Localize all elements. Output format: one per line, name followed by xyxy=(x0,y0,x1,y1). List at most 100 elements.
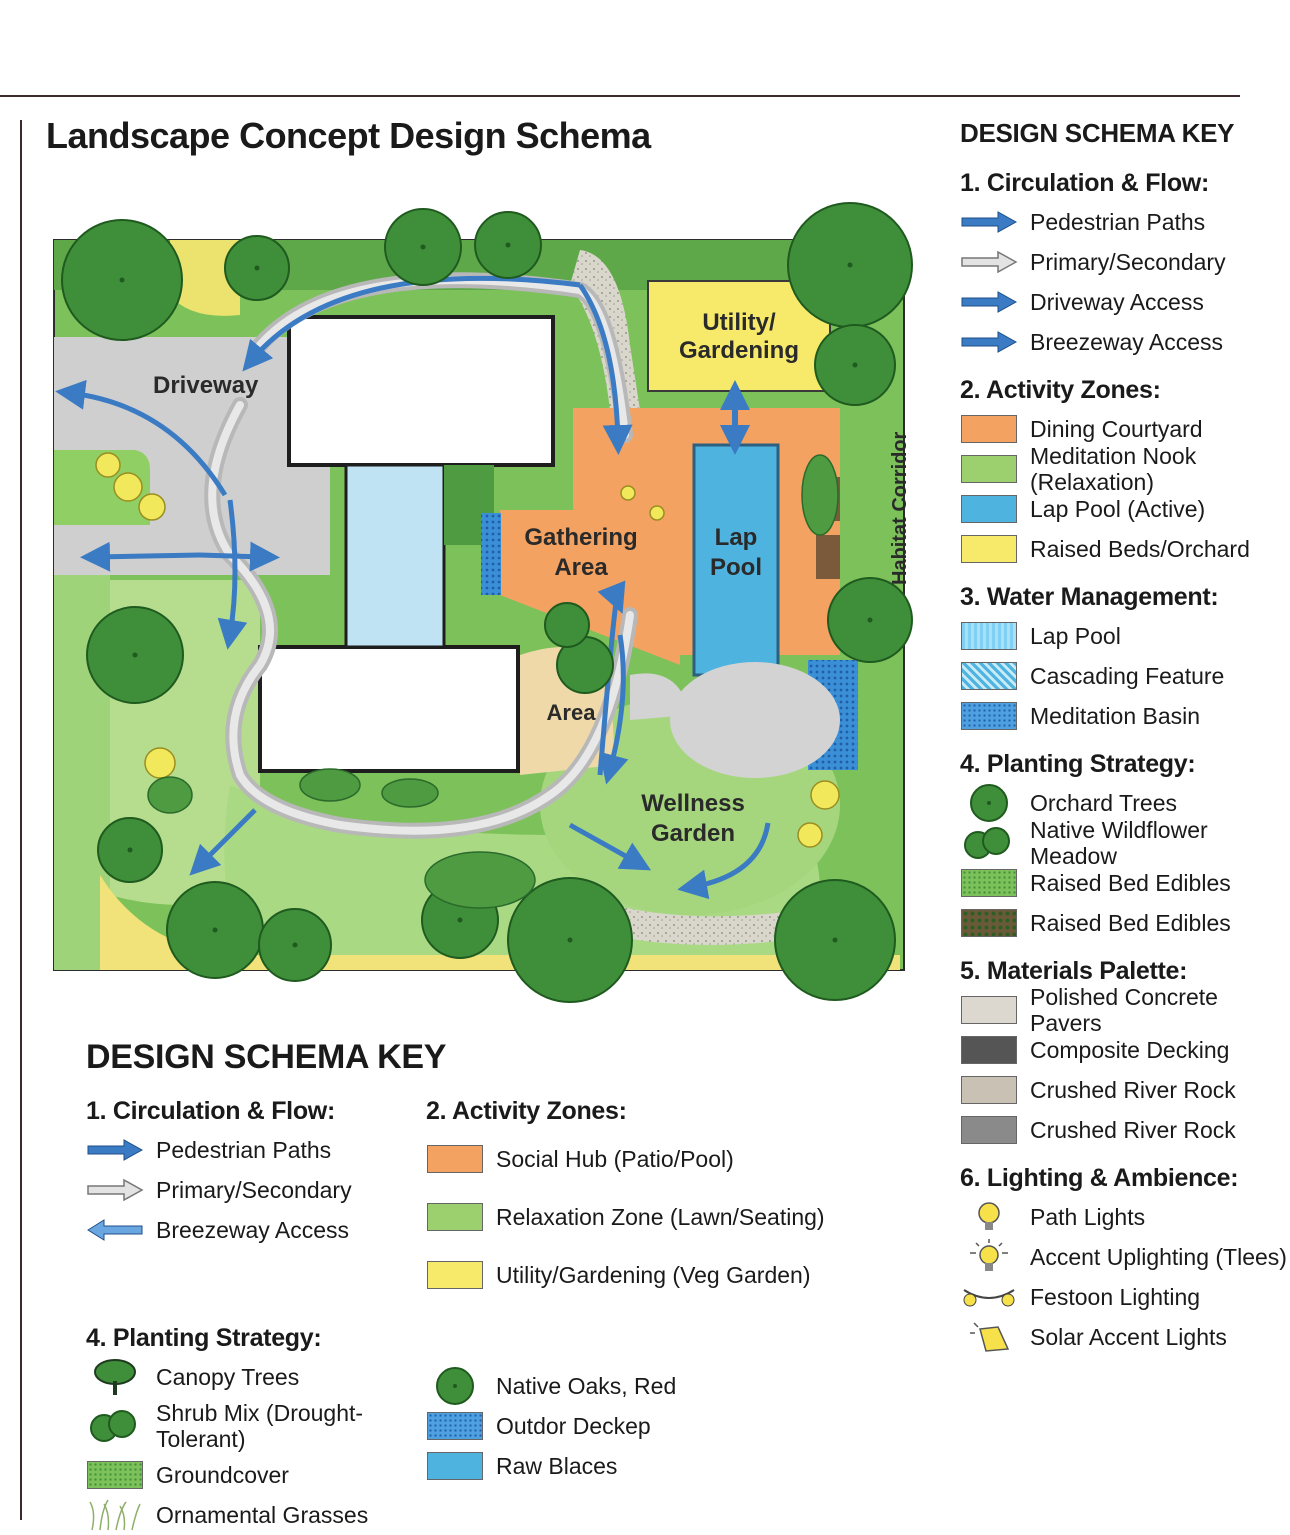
color-swatch xyxy=(960,454,1018,484)
tree-circle-icon xyxy=(426,1367,484,1405)
legend-item: Outdor Deckep xyxy=(426,1406,886,1446)
legend-item: Primary/Secondary xyxy=(960,242,1290,282)
legend-item: Composite Decking xyxy=(960,1030,1290,1070)
section-title: 4. Planting Strategy: xyxy=(960,750,1196,778)
swatch xyxy=(961,1076,1017,1104)
deck-b xyxy=(816,535,840,579)
color-swatch xyxy=(426,1144,484,1174)
legend-label: Raw Blaces xyxy=(496,1453,618,1479)
solar-icon xyxy=(960,1322,1018,1352)
legend-item: Breezeway Access xyxy=(960,322,1290,362)
legend-item: Festoon Lighting xyxy=(960,1277,1290,1317)
swatch xyxy=(961,1036,1017,1064)
section-title: 3. Water Management: xyxy=(960,583,1219,611)
label-habitat: Habitat Corridor xyxy=(889,431,911,585)
section-title: 5. Materials Palette: xyxy=(960,957,1188,985)
water-dots-icon xyxy=(426,1411,484,1441)
arrow-blue-icon xyxy=(960,207,1018,237)
legend-item: Native Oaks, Red xyxy=(426,1366,886,1406)
legend-item: Dining Courtyard xyxy=(960,409,1290,449)
legend-item: Relaxation Zone (Lawn/Seating) xyxy=(426,1188,886,1246)
top-rule xyxy=(0,95,1240,97)
legend-label: Primary/Secondary xyxy=(1030,249,1226,275)
section-title: 2. Activity Zones: xyxy=(426,1097,627,1125)
arrow-blue-icon xyxy=(960,287,1018,317)
round-plaza xyxy=(670,662,840,778)
legend-item: Driveway Access xyxy=(960,282,1290,322)
legend-label: Native Oaks, Red xyxy=(496,1373,677,1399)
legend-item: Accent Uplighting (Tlees) xyxy=(960,1237,1290,1277)
swatch xyxy=(427,1145,483,1173)
canopy-trees xyxy=(61,202,913,1003)
legend-item: Solar Accent Lights xyxy=(960,1317,1290,1357)
bottom-legend: DESIGN SCHEMA KEY 1. Circulation & Flow:… xyxy=(86,1038,946,1535)
legend-label: Lap Pool xyxy=(1030,623,1121,649)
bed-green-icon xyxy=(86,1460,144,1490)
section-title: 6. Lighting & Ambience: xyxy=(960,1164,1239,1192)
arrow-grey-icon xyxy=(960,247,1018,277)
tree-circle-icon xyxy=(960,784,1018,822)
legend-label: Breezeway Access xyxy=(156,1217,350,1243)
bed-green-icon xyxy=(960,868,1018,898)
legend-label: Ornamental Grasses xyxy=(156,1502,369,1528)
legend-item: Crushed River Rock xyxy=(960,1110,1290,1150)
color-swatch xyxy=(426,1202,484,1232)
label-area: Area xyxy=(547,700,597,725)
legend-item: Orchard Trees xyxy=(960,783,1290,823)
color-swatch xyxy=(960,534,1018,564)
building-north xyxy=(287,315,555,467)
legend-item: Canopy Trees xyxy=(86,1357,426,1397)
legend-item: Meditation Basin xyxy=(960,696,1290,736)
legend-item: Raw Blaces xyxy=(426,1446,886,1486)
shrubs xyxy=(147,454,839,909)
grass-icon xyxy=(86,1499,144,1531)
legend-label: Solar Accent Lights xyxy=(1030,1324,1227,1350)
swatch xyxy=(961,415,1017,443)
legend-item: Utility/Gardening (Veg Garden) xyxy=(426,1246,886,1304)
section-title: 1. Circulation & Flow: xyxy=(86,1097,335,1125)
arrow-blue-icon xyxy=(86,1135,144,1165)
festoon-icon xyxy=(960,1282,1018,1312)
legend-label: Polished Concrete Pavers xyxy=(1030,984,1218,1036)
legend-label: Raised Beds/Orchard xyxy=(1030,536,1250,562)
legend-label: Raised Bed Edibles xyxy=(1030,910,1231,936)
legend-label: Primary/Secondary xyxy=(156,1177,352,1203)
swatch xyxy=(427,1203,483,1231)
color-swatch xyxy=(960,414,1018,444)
legend-label: Path Lights xyxy=(1030,1204,1146,1230)
legend-item: Groundcover xyxy=(86,1455,426,1495)
legend-label: Meditation Nook (Relaxation) xyxy=(1030,443,1197,495)
legend-item: Lap Pool (Active) xyxy=(960,489,1290,529)
arrow-grey-icon xyxy=(86,1175,144,1205)
legend-label: Social Hub (Patio/Pool) xyxy=(496,1146,734,1172)
color-swatch xyxy=(960,1035,1018,1065)
tree-centres xyxy=(119,242,873,948)
legend-label: Outdor Deckep xyxy=(496,1413,651,1439)
bulb-icon xyxy=(960,1202,1018,1232)
legend-item: Path Lights xyxy=(960,1197,1290,1237)
left-rule xyxy=(20,120,22,1520)
legend-label: Pedestrian Paths xyxy=(1030,209,1206,235)
legend-item: Pedestrian Paths xyxy=(960,202,1290,242)
legend-label: Lap Pool (Active) xyxy=(1030,496,1206,522)
swatch xyxy=(961,535,1017,563)
swatch xyxy=(961,1116,1017,1144)
bulb-rays-icon xyxy=(960,1239,1018,1272)
legend-item: Primary/Secondary xyxy=(86,1170,426,1210)
legend-label: Native Wildflower Meadow xyxy=(1030,817,1208,869)
legend-item: Native Wildflower Meadow xyxy=(960,817,1290,869)
page-title: Landscape Concept Design Schema xyxy=(46,115,651,156)
legend-label: Breezeway Access xyxy=(1030,329,1224,355)
section-title: 4. Planting Strategy: xyxy=(86,1324,322,1352)
label-wellness-1: Wellness xyxy=(641,790,745,817)
legend-item: Raised Bed Edibles xyxy=(960,863,1290,903)
legend-item: Lap Pool xyxy=(960,616,1290,656)
label-utility-2: Gardening xyxy=(679,337,799,364)
legend-label: Shrub Mix (Drought-Tolerant) xyxy=(156,1400,364,1452)
legend-item: Polished Concrete Pavers xyxy=(960,984,1290,1036)
legend-item: Crushed River Rock xyxy=(960,1070,1290,1110)
label-pool-1: Lap xyxy=(715,524,758,551)
label-wellness-2: Garden xyxy=(651,820,735,847)
